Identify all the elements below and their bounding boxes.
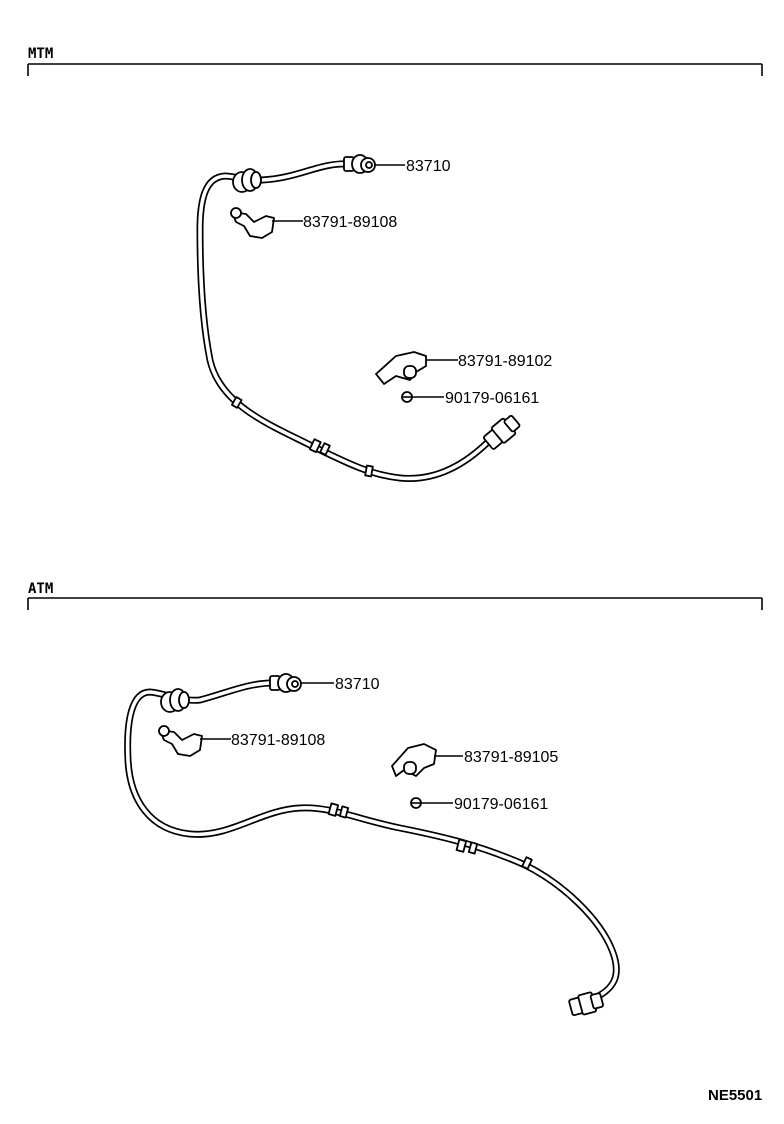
mtm-section-title: MTM <box>28 46 53 62</box>
atm-bolt-90179-06161: 90179-06161 <box>410 796 548 813</box>
atm-clamp-83791-89105: 83791-89105 <box>391 743 558 777</box>
atm-sensor-wire <box>124 679 620 1017</box>
figure-code: NE5501 <box>708 1087 762 1104</box>
mtm-wire-grommet <box>232 168 262 193</box>
atm-part-label-90179-06161: 90179-06161 <box>454 796 548 813</box>
mtm-sensor-wire <box>196 160 521 482</box>
atm-wire-grommet <box>160 688 190 713</box>
atm-section-bracket <box>27 597 763 610</box>
atm-section: ATM <box>27 581 763 1017</box>
mtm-part-label-83791-89108: 83791-89108 <box>303 214 397 231</box>
mtm-part-label-83710: 83710 <box>406 158 451 175</box>
atm-part-label-83710: 83710 <box>335 676 380 693</box>
mtm-speed-sensor-83710: 83710 <box>343 154 451 175</box>
mtm-part-label-90179-06161: 90179-06161 <box>445 390 539 407</box>
atm-part-label-83791-89105: 83791-89105 <box>464 749 558 766</box>
mtm-section: MTM <box>27 46 763 482</box>
mtm-clamp-83791-89102: 83791-89102 <box>375 351 552 385</box>
atm-section-title: ATM <box>28 581 53 597</box>
mtm-bolt-90179-06161: 90179-06161 <box>401 390 539 407</box>
atm-clamp-83791-89108: 83791-89108 <box>158 725 325 757</box>
mtm-part-label-83791-89102: 83791-89102 <box>458 353 552 370</box>
mtm-section-bracket <box>27 63 763 76</box>
mtm-wire-connector <box>482 414 521 450</box>
atm-part-label-83791-89108: 83791-89108 <box>231 732 325 749</box>
mtm-clamp-83791-89108: 83791-89108 <box>230 207 397 239</box>
atm-wire-connector <box>568 991 604 1017</box>
atm-speed-sensor-83710: 83710 <box>269 673 380 693</box>
